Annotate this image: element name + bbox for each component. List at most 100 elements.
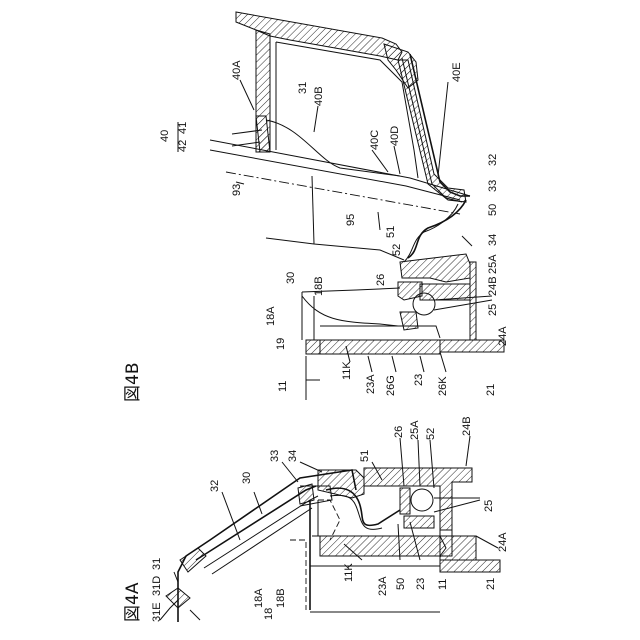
fig4b-lid-23-end [306, 340, 320, 354]
fig4b-vertical-24A [470, 262, 476, 340]
label-31E: 31E [151, 602, 163, 622]
fig4b-leader-40D [394, 146, 400, 174]
fig4b-seal-26-top [398, 282, 422, 300]
fig4a-hidden-18 [290, 540, 306, 610]
fig4b-panel-30 [266, 238, 404, 260]
fig4a-leader-24A [476, 536, 498, 548]
fig4b-leader-95 [378, 212, 380, 230]
label-31D: 31D [151, 576, 163, 596]
fig4b-leader-34 [462, 236, 472, 246]
label-32: 32 [487, 154, 499, 166]
label-33: 33 [487, 180, 499, 192]
fig4a-leader-24B [466, 436, 470, 466]
label-31: 31 [297, 82, 309, 94]
figure-4b: 図4B [123, 12, 509, 402]
label-11: 11 [437, 579, 449, 590]
figure-4a-title: 図4A [123, 582, 143, 622]
fig4a-leader-30 [254, 492, 262, 514]
label-40D: 40D [389, 126, 401, 146]
label-26G: 26G [385, 375, 397, 396]
label-40C: 40C [369, 130, 381, 150]
fig4b-seal-26-bottom [400, 312, 418, 330]
label-40E: 40E [451, 62, 463, 82]
label-30: 30 [285, 272, 297, 284]
label-24B: 24B [487, 276, 499, 296]
label-52: 52 [391, 244, 403, 256]
label-30: 30 [241, 472, 253, 484]
label-21: 21 [485, 578, 497, 590]
label-34: 34 [287, 450, 299, 462]
fig4a-block-51 [318, 470, 364, 498]
label-51: 51 [359, 450, 371, 462]
label-95: 95 [345, 214, 357, 226]
label-32: 32 [209, 480, 221, 492]
label-11K: 11K [341, 361, 353, 380]
label-25A: 25A [409, 420, 421, 440]
fig4b-leader-40B [314, 106, 318, 132]
fig4b-leader-23A [368, 356, 372, 372]
label-42: 42 [177, 140, 189, 152]
fig4b-leader-26G [392, 356, 396, 372]
fig4a-leader-33 [282, 462, 298, 482]
label-26K: 26K [437, 376, 449, 396]
label-31: 31 [151, 558, 163, 570]
label-18B: 18B [313, 276, 325, 296]
label-52: 52 [425, 428, 437, 440]
fig4b-leader-26K [440, 352, 446, 372]
fig4a-cap-hatch [298, 484, 314, 504]
label-26: 26 [375, 274, 387, 286]
label-24A: 24A [497, 532, 509, 552]
fig4b-base-21 [440, 340, 504, 352]
label-40A: 40A [231, 60, 243, 80]
label-40: 40 [159, 130, 171, 142]
label-40B: 40B [313, 86, 325, 106]
label-26: 26 [393, 426, 405, 438]
fig4a-part-23 [320, 536, 446, 556]
label-23A: 23A [377, 576, 389, 596]
fig4a-frame-lower [190, 610, 200, 620]
fig4a-seal-25 [411, 489, 433, 511]
fig4a-corner-hatch [166, 588, 190, 608]
fig4a-leader-32 [222, 492, 240, 540]
fig4b-leader-23 [420, 356, 424, 372]
fig4a-hinge-hatch [180, 548, 206, 572]
fig4a-bracket-24A [440, 536, 476, 560]
label-93: 93 [231, 184, 243, 196]
fig4a-base-21 [440, 560, 500, 572]
fig4a-hidden-cap [318, 500, 340, 540]
label-25A: 25A [487, 254, 499, 274]
fig4b-panel-30-edge [312, 176, 314, 244]
label-18: 18 [263, 608, 275, 620]
figure-4b-title: 図4B [123, 363, 143, 402]
fig4b-leader-40C [372, 150, 388, 172]
label-11K: 11K [343, 563, 355, 582]
label-25: 25 [483, 500, 495, 512]
fig4b-axis-93 [226, 172, 460, 214]
label-34: 34 [487, 234, 499, 246]
fig4b-leader-40A [240, 80, 254, 110]
fig4b-lid-23 [320, 340, 440, 354]
fig4b-leader-93 [236, 182, 244, 184]
label-24B: 24B [461, 416, 473, 436]
fig4a-seal-base [404, 516, 434, 528]
fig4b-wall-curve [302, 296, 398, 326]
fig4b-gasket-50 [408, 200, 466, 258]
fig4a-seal-26 [400, 488, 410, 514]
label-24A: 24A [497, 326, 509, 346]
label-33: 33 [269, 450, 281, 462]
label-18A: 18A [253, 588, 265, 608]
label-41: 41 [177, 122, 189, 134]
fig4b-block-24B [400, 254, 470, 282]
fig4b-lid-top [320, 326, 440, 338]
label-19: 19 [275, 338, 287, 350]
figure-4a: 図4A [123, 416, 509, 622]
label-23A: 23A [365, 374, 377, 394]
label-18B: 18B [275, 588, 287, 608]
label-25: 25 [487, 304, 499, 316]
label-51: 51 [385, 226, 397, 238]
label-23: 23 [413, 374, 425, 386]
fig4b-leader-25b [434, 300, 492, 310]
label-21: 21 [485, 384, 497, 396]
